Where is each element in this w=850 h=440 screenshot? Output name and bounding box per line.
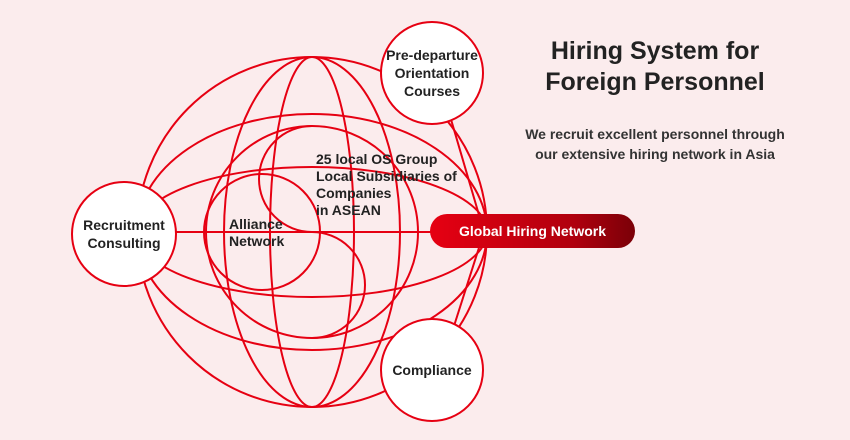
predeparture-line-1: Pre-departure (386, 47, 478, 63)
subtitle-line-1: We recruit excellent personnel through (525, 126, 785, 142)
predeparture-node: Pre-departure Orientation Courses (380, 21, 484, 125)
subtitle-line-2: our extensive hiring network in Asia (535, 146, 775, 162)
title-line-2: Foreign Personnel (545, 68, 765, 96)
subsidiaries-line-2: Local Subsidiaries of (316, 168, 457, 184)
subsidiaries-line-4: in ASEAN (316, 202, 381, 218)
alliance-line-1: Alliance (229, 216, 283, 232)
predeparture-line-3: Courses (403, 83, 461, 99)
recruitment-line-1: Recruitment (83, 217, 165, 233)
subsidiaries-label: 25 local OS Group Local Subsidiaries of … (316, 151, 457, 219)
connector-predeparture (449, 115, 485, 233)
alliance-network-label: Alliance Network (229, 216, 284, 250)
subsidiaries-line-3: Companies (316, 185, 392, 201)
page-title: Hiring System for Foreign Personnel (500, 36, 810, 98)
alliance-line-2: Network (229, 233, 285, 249)
global-hiring-network-badge: Global Hiring Network (430, 214, 635, 248)
recruitment-node: Recruitment Consulting (71, 181, 177, 287)
subsidiaries-line-1: 25 local OS Group (316, 151, 438, 167)
title-line-1: Hiring System for (550, 37, 760, 65)
compliance-label: Compliance (392, 362, 472, 378)
compliance-node: Compliance (380, 318, 484, 422)
recruitment-line-2: Consulting (87, 235, 161, 251)
page-subtitle: We recruit excellent personnel through o… (488, 124, 822, 164)
predeparture-line-2: Orientation (394, 65, 470, 81)
